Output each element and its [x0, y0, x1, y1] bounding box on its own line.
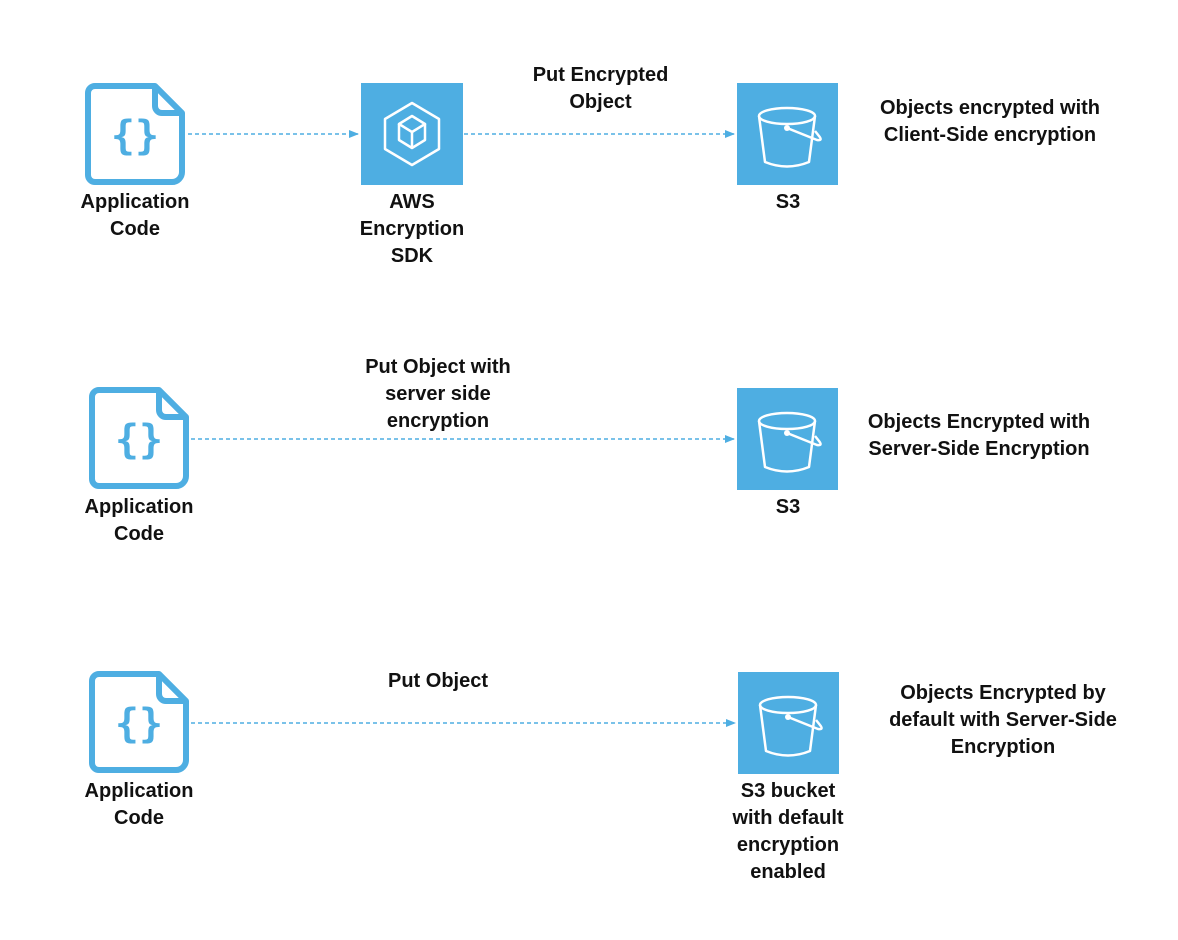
row3-source-label: Application Code — [84, 780, 194, 829]
row3-edge-label: Put Object — [387, 670, 488, 692]
row1-middle-label: AWS Encryption SDK — [359, 191, 465, 267]
svg-text:{}: {} — [115, 701, 163, 747]
s3-bucket-icon — [737, 388, 838, 490]
code-file-icon: {} — [89, 671, 189, 773]
s3-bucket-icon — [738, 672, 839, 774]
row1-note: Objects encrypted with Client-Side encry… — [879, 97, 1101, 146]
row2-note: Objects Encrypted with Server-Side Encry… — [867, 411, 1091, 460]
row1-edge-label: Put Encrypted Object — [532, 64, 669, 113]
code-file-icon: {} — [85, 83, 185, 185]
row1-target-label: S3 — [775, 191, 801, 213]
row2-source-label: Application Code — [84, 496, 194, 545]
row1-source-label: Application Code — [80, 191, 190, 240]
svg-text:{}: {} — [111, 113, 159, 159]
svg-text:{}: {} — [115, 417, 163, 463]
code-file-icon: {} — [89, 387, 189, 489]
row2-edge-label: Put Object with server side encryption — [365, 356, 511, 432]
row3-target-label: S3 bucket with default encryption enable… — [732, 780, 844, 883]
row2-target-label: S3 — [775, 496, 801, 518]
row3-note: Objects Encrypted by default with Server… — [889, 682, 1117, 758]
encryption-sdk-icon — [361, 83, 463, 185]
s3-bucket-icon — [737, 83, 838, 185]
